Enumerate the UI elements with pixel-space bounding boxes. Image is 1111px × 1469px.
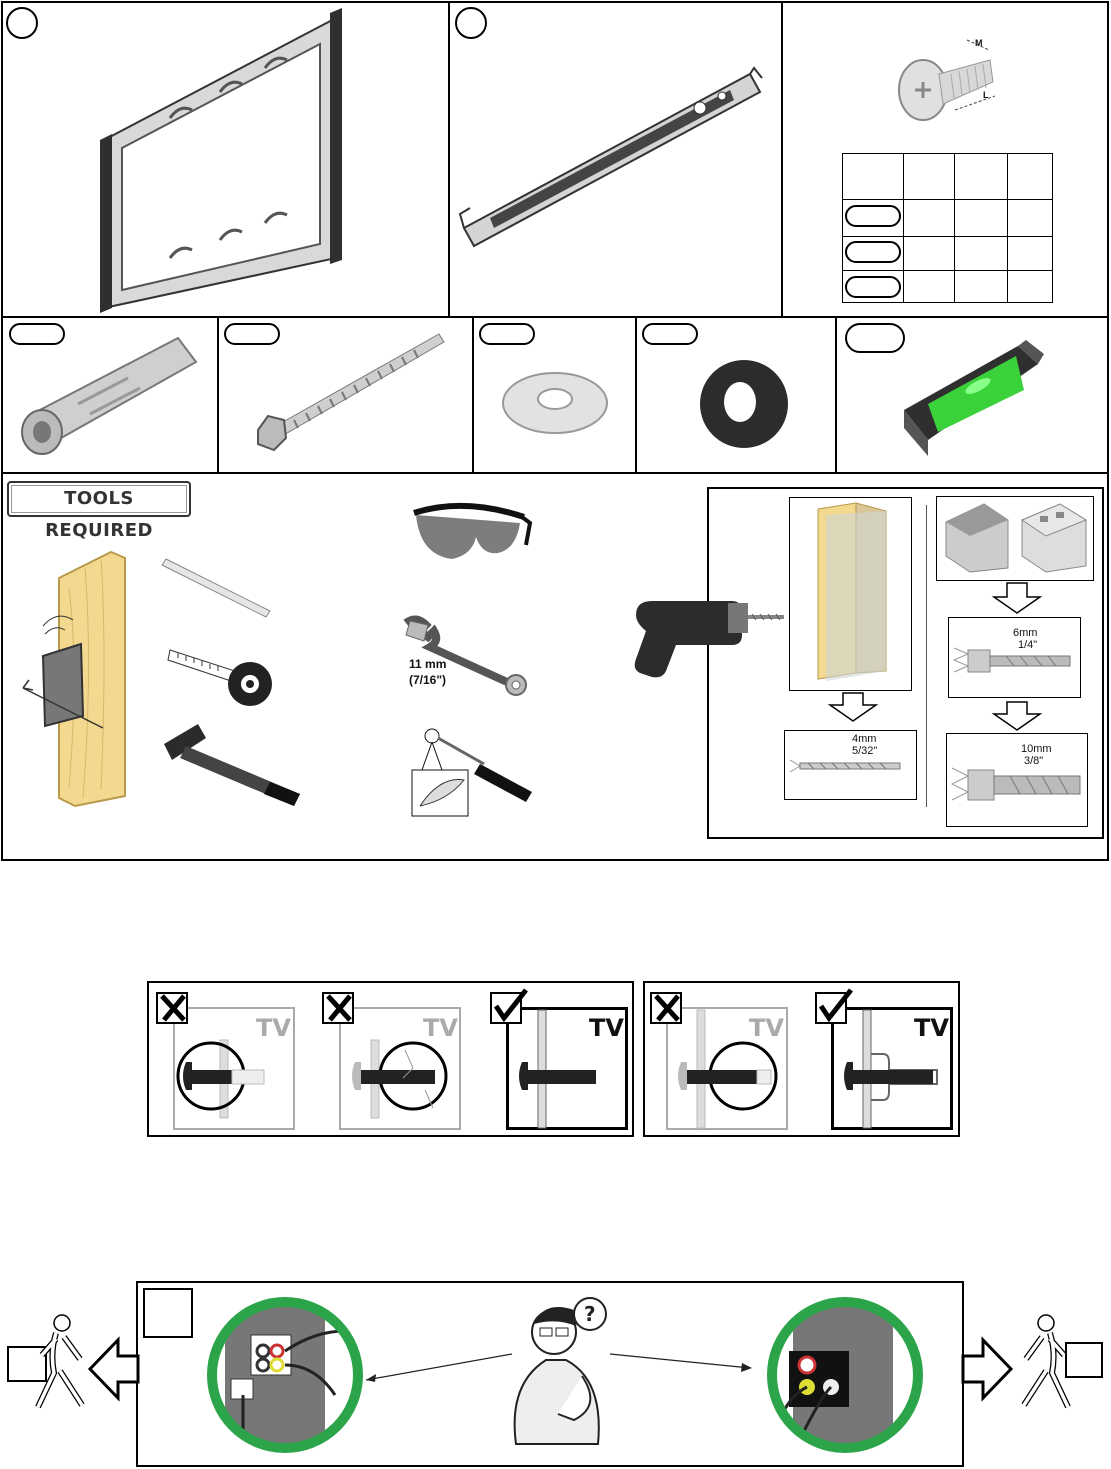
check-card-correct — [831, 1007, 953, 1130]
wrench-size-label: 11 mm — [409, 657, 447, 671]
lag-bolt-illustration — [257, 333, 445, 452]
wood-bit-imperial: 5/32" — [852, 745, 878, 757]
stud-finder-illustration — [22, 550, 126, 808]
check-mark-icon — [490, 988, 528, 1024]
x-mark-icon — [650, 992, 682, 1024]
divider — [926, 505, 927, 807]
right-exit-arrow — [961, 1336, 1014, 1402]
wall-plate-illustration — [100, 8, 342, 313]
tv-label: TV — [256, 1014, 291, 1042]
divider — [781, 2, 783, 317]
short-screw-diagram — [176, 1039, 265, 1119]
masonry-small-bit-box — [948, 617, 1081, 698]
masonry-large-imperial: 3/8" — [1024, 755, 1044, 767]
x-mark-icon — [156, 992, 188, 1024]
spacer-correct-diagram — [844, 1009, 938, 1129]
part-label-pill — [845, 323, 905, 353]
screw-m-label: M — [975, 38, 983, 48]
divider — [635, 317, 637, 474]
brick-blocks-illustration — [945, 503, 1088, 573]
part-label-pill — [224, 323, 280, 345]
washer-illustration — [502, 372, 608, 434]
pencil-illustration — [161, 558, 271, 618]
down-arrow — [827, 692, 879, 722]
table-grid — [842, 153, 1053, 303]
check-card-wrong — [173, 1007, 295, 1130]
screw-length-check-panel — [147, 981, 634, 1137]
svg-text:?: ? — [584, 1302, 596, 1326]
wood-bit-box — [784, 730, 917, 800]
screw-size-table — [842, 153, 1053, 303]
part-label-circle — [455, 7, 487, 39]
divider — [2, 316, 1108, 318]
part-label-pill — [642, 323, 698, 345]
check-card-correct — [506, 1007, 628, 1130]
table-row-label — [845, 276, 901, 298]
wall-anchor-illustration — [21, 336, 198, 455]
divider — [472, 317, 474, 474]
divider — [835, 317, 837, 474]
screw-diagram — [898, 39, 996, 121]
masonry-small-drill-bit — [952, 647, 1071, 673]
masonry-large-metric: 10mm — [1021, 743, 1052, 755]
masonry-large-drill-bit — [950, 767, 1081, 801]
masonry-panel — [936, 496, 1094, 581]
screw-length-check-panel — [643, 981, 960, 1137]
tools-required-title: TOOLS REQUIRED — [7, 481, 191, 541]
divider — [448, 2, 450, 317]
wrench-size-imperial-label: (7/16") — [409, 673, 447, 687]
safety-glasses-illustration — [413, 502, 533, 559]
table-row-label — [845, 205, 901, 227]
screwdriver-illustration — [411, 728, 532, 817]
part-label-circle — [6, 7, 38, 39]
walking-person-left — [7, 1314, 85, 1409]
tv-label: TV — [749, 1014, 784, 1042]
pointer-arrows — [365, 1353, 752, 1382]
power-drill-illustration — [634, 601, 784, 678]
masonry-large-bit-box — [946, 733, 1088, 827]
step-number-box — [143, 1288, 193, 1338]
check-mark-icon — [815, 988, 853, 1024]
parts-panel — [1, 1, 1109, 861]
tv-label: TV — [589, 1014, 624, 1042]
wood-panel — [789, 497, 912, 691]
drill-bit-panel — [707, 487, 1104, 839]
down-arrow — [991, 582, 1043, 614]
check-card-wrong — [339, 1007, 461, 1130]
divider — [2, 472, 1108, 474]
correct-screw-diagram — [519, 1009, 596, 1129]
divider — [217, 317, 219, 474]
thinking-person-illustration: ? — [513, 1297, 607, 1445]
tv-label: TV — [423, 1014, 458, 1042]
spacer-wrong-diagram — [678, 1009, 778, 1129]
wrench-illustration — [403, 615, 527, 696]
walking-person-right — [1021, 1314, 1103, 1409]
bubble-level-illustration — [904, 340, 1044, 456]
screw-l-label: L — [983, 90, 989, 100]
tv-label: TV — [914, 1014, 949, 1042]
check-card-wrong — [666, 1007, 788, 1130]
down-arrow — [991, 701, 1043, 731]
part-label-pill — [9, 323, 65, 345]
left-exit-arrow — [87, 1336, 140, 1402]
part-label-pill — [479, 323, 535, 345]
tape-measure-illustration — [167, 649, 272, 706]
spacer-illustration — [700, 360, 788, 448]
table-row-label — [845, 241, 901, 263]
x-mark-icon — [322, 992, 354, 1024]
rear-connections-clear — [767, 1297, 923, 1453]
long-screw-diagram — [352, 1039, 448, 1119]
wood-drill-bit — [789, 759, 901, 773]
hammer-illustration — [164, 724, 300, 806]
rear-connections-obstructed — [207, 1297, 363, 1453]
masonry-small-metric: 6mm — [1013, 627, 1038, 639]
wood-bit-metric: 4mm — [852, 733, 877, 745]
wood-board-illustration — [817, 502, 887, 681]
mounting-arm-illustration — [458, 66, 763, 248]
masonry-small-imperial: 1/4" — [1018, 639, 1038, 651]
